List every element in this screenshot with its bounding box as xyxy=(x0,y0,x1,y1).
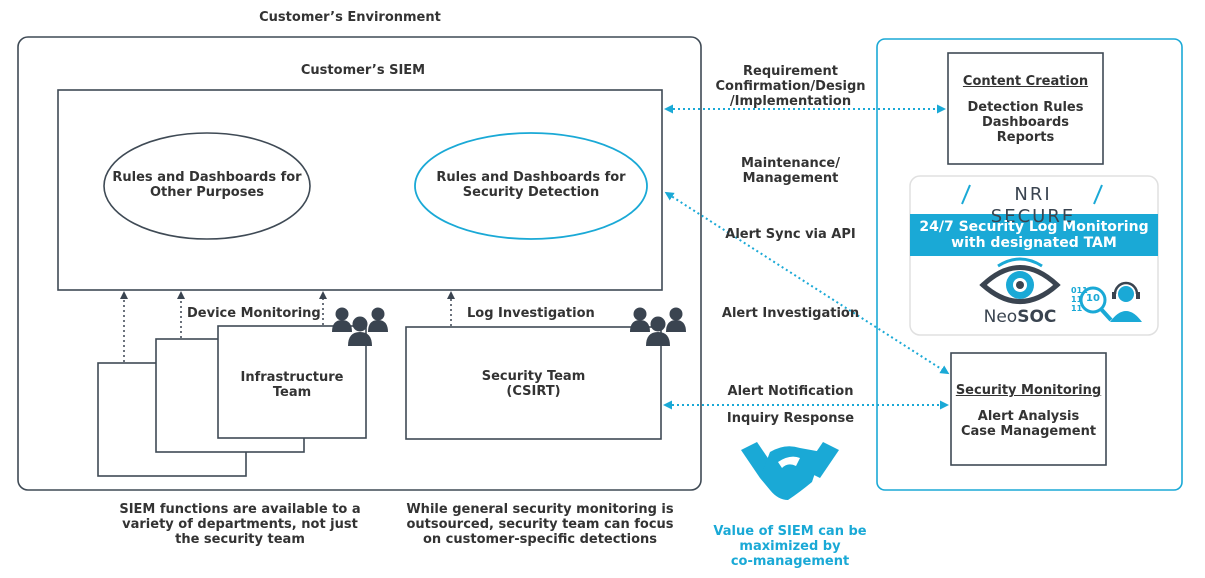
device-monitoring-arrows xyxy=(120,291,327,362)
neosoc-prefix: Neo xyxy=(983,307,1018,327)
inquiry-response-label: Inquiry Response xyxy=(726,411,855,426)
alert-investigation-label: Alert Investigation xyxy=(721,306,860,321)
security-monitoring-items: Alert Analysis Case Management xyxy=(960,409,1097,439)
device-monitoring-label: Device Monitoring xyxy=(187,306,321,321)
caption-value: Value of SIEM can be maximized by co-man… xyxy=(713,524,867,569)
neosoc-suffix: SOC xyxy=(1017,307,1057,327)
co-management-connections xyxy=(663,104,950,410)
service-banner-text: 24/7 Security Log Monitoring with design… xyxy=(919,219,1149,251)
headset-agent-icon xyxy=(1110,281,1142,322)
customer-siem-label: Customer’s SIEM xyxy=(300,63,426,78)
maintenance-label: Maintenance/ Management xyxy=(740,156,840,186)
security-monitoring-title: Security Monitoring xyxy=(955,383,1102,398)
security-team-box xyxy=(405,326,662,440)
content-creation-box xyxy=(947,52,1104,165)
magnifier-icon xyxy=(1079,286,1113,322)
customer-environment-label: Customer’s Environment xyxy=(259,10,441,25)
ellipse-security-text: Rules and Dashboards for Security Detect… xyxy=(436,170,626,200)
people-group-icon xyxy=(332,307,388,346)
content-creation-items: Detection Rules Dashboards Reports xyxy=(967,100,1084,145)
infrastructure-team-label: Infrastructure Team xyxy=(240,370,344,400)
service-banner-bg xyxy=(910,214,1158,256)
binary-text: 011 11 11 xyxy=(1071,286,1088,313)
caption-siem-functions: SIEM functions are available to a variet… xyxy=(119,502,361,547)
ellipse-other-purposes xyxy=(103,132,311,240)
alert-notification-label: Alert Notification xyxy=(727,384,854,399)
caption-outsourced: While general security monitoring is out… xyxy=(406,502,674,547)
log-investigation-label: Log Investigation xyxy=(467,306,595,321)
alert-sync-label: Alert Sync via API xyxy=(725,227,856,242)
infra-stack-front xyxy=(217,325,367,439)
security-monitoring-box xyxy=(950,352,1107,466)
ellipse-other-text: Rules and Dashboards for Other Purposes xyxy=(112,170,302,200)
ellipse-security-detection xyxy=(414,132,648,240)
requirement-label: Requirement Confirmation/Design /Impleme… xyxy=(715,64,866,109)
handshake-icon xyxy=(741,442,839,500)
eye-icon xyxy=(979,257,1061,304)
nri-brand-name: NRI SECURE xyxy=(990,184,1076,227)
nri-logo-slashes xyxy=(961,184,1103,205)
content-creation-title: Content Creation xyxy=(962,74,1089,89)
neosoc-logo-text: NeoSOC xyxy=(978,307,1062,327)
binary-badge: 10 xyxy=(1086,293,1100,304)
security-team-label: Security Team (CSIRT) xyxy=(481,369,586,399)
